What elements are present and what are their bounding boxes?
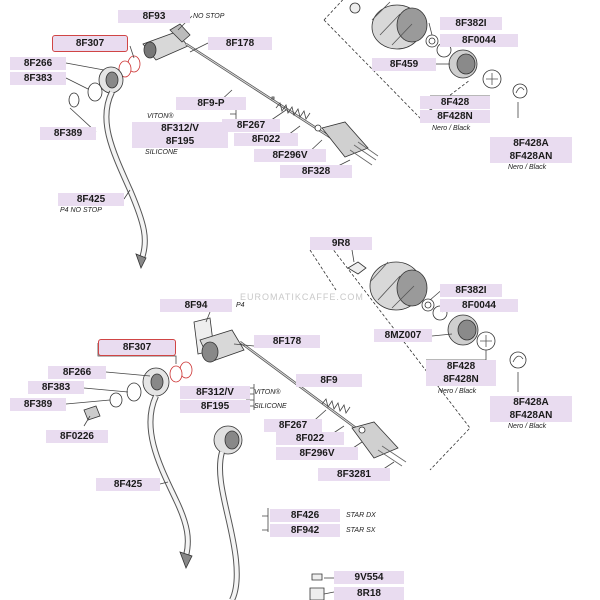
note-p4: P4 bbox=[236, 302, 245, 309]
bottom-connector bbox=[351, 421, 407, 467]
part-label-8F428: 8F428 bbox=[426, 360, 496, 373]
part-label-8MZ007: 8MZ007 bbox=[374, 329, 432, 342]
part-label-8F9: 8F9 bbox=[296, 374, 362, 387]
part-label-8F3281: 8F3281 bbox=[318, 468, 390, 481]
note-nero-black-1: Nero / Black bbox=[432, 125, 471, 132]
bottom-valve-body bbox=[193, 317, 373, 442]
note-silicone: SILICONE bbox=[145, 149, 178, 156]
note-nero-black-1: Nero / Black bbox=[438, 388, 477, 395]
note-star-dx: STAR DX bbox=[346, 512, 376, 519]
part-label-8F0044: 8F0044 bbox=[440, 34, 518, 47]
part-label-8F266: 8F266 bbox=[48, 366, 106, 379]
part-label-8F459: 8F459 bbox=[372, 58, 436, 71]
part-label-8F94: 8F94 bbox=[160, 299, 232, 312]
top-knob-washers bbox=[425, 34, 528, 99]
part-label-8F307: 8F307 bbox=[52, 35, 128, 52]
part-label-8F0044: 8F0044 bbox=[440, 299, 518, 312]
note-nero-black-2: Nero / Black bbox=[508, 423, 547, 430]
watermark-text: EUROMATIKCAFFE.COM bbox=[240, 292, 364, 302]
part-label-8F425: 8F425 bbox=[58, 193, 124, 206]
note-silicone: SILICONE bbox=[254, 403, 287, 410]
part-label-8F178: 8F178 bbox=[208, 37, 272, 50]
top-connector bbox=[314, 121, 379, 166]
part-label-8F425: 8F425 bbox=[96, 478, 160, 491]
part-label-8F426: 8F426 bbox=[270, 509, 340, 522]
part-label-8F296V: 8F296V bbox=[254, 149, 326, 162]
part-label-8F389: 8F389 bbox=[10, 398, 66, 411]
top-steam-pipe bbox=[103, 90, 148, 270]
part-label-8F428A: 8F428A bbox=[490, 137, 572, 150]
part-label-8F428: 8F428 bbox=[420, 96, 490, 109]
note-p4-no-stop: P4 NO STOP bbox=[60, 207, 102, 214]
top-valve-body bbox=[142, 23, 351, 152]
part-label-8F266: 8F266 bbox=[10, 57, 66, 70]
part-label-8F942: 8F942 bbox=[270, 524, 340, 537]
part-label-9V554: 9V554 bbox=[334, 571, 404, 584]
part-label-8F195: 8F195 bbox=[180, 400, 250, 413]
part-label-8R18: 8R18 bbox=[334, 587, 404, 600]
top-knob bbox=[349, 1, 428, 50]
bottom-steam-pipe bbox=[147, 394, 193, 569]
top-spring bbox=[275, 102, 311, 120]
part-label-8F178: 8F178 bbox=[254, 335, 320, 348]
note-no-stop: NO STOP bbox=[193, 13, 225, 20]
note-star-sx: STAR SX bbox=[346, 527, 376, 534]
part-label-8F022: 8F022 bbox=[234, 133, 298, 146]
part-label-9R8: 9R8 bbox=[310, 237, 372, 250]
bottom-spring bbox=[321, 398, 351, 414]
part-label-8F307: 8F307 bbox=[98, 339, 176, 356]
part-label-8F0226: 8F0226 bbox=[46, 430, 108, 443]
top-rings bbox=[68, 55, 141, 108]
part-label-8F312V: 8F312/V bbox=[180, 386, 250, 399]
part-label-8F428AN: 8F428AN bbox=[490, 150, 572, 163]
note-nero-black-2: Nero / Black bbox=[508, 164, 547, 171]
part-label-8F296V: 8F296V bbox=[276, 447, 358, 460]
part-label-8F382I: 8F382I bbox=[440, 17, 502, 30]
bottom-knob-washers bbox=[421, 298, 527, 369]
bottom-star-pipe bbox=[213, 425, 243, 600]
note-viton: VITON® bbox=[254, 389, 281, 396]
part-label-8F428N: 8F428N bbox=[426, 373, 496, 386]
part-label-8F428AN: 8F428AN bbox=[490, 409, 572, 422]
part-label-8F022: 8F022 bbox=[276, 432, 344, 445]
part-label-8F312V: 8F312/V bbox=[132, 122, 228, 135]
part-label-8F267: 8F267 bbox=[264, 419, 322, 432]
note-viton: VITON® bbox=[147, 113, 174, 120]
part-label-8F383: 8F383 bbox=[28, 381, 84, 394]
part-label-8F382I: 8F382I bbox=[440, 284, 502, 297]
bottom-rings bbox=[83, 361, 193, 421]
bottom-knob bbox=[347, 261, 428, 311]
part-label-8F328: 8F328 bbox=[280, 165, 352, 178]
part-label-8F383: 8F383 bbox=[10, 72, 66, 85]
part-label-8F389: 8F389 bbox=[40, 127, 96, 140]
part-label-8F428N: 8F428N bbox=[420, 110, 490, 123]
part-label-8F195: 8F195 bbox=[132, 135, 228, 148]
part-label-8F428A: 8F428A bbox=[490, 396, 572, 409]
part-label-8F93: 8F93 bbox=[118, 10, 190, 23]
part-label-8F267: 8F267 bbox=[222, 119, 280, 132]
bottom-small-parts bbox=[309, 573, 325, 600]
part-label-8F9-P: 8F9-P bbox=[176, 97, 246, 110]
